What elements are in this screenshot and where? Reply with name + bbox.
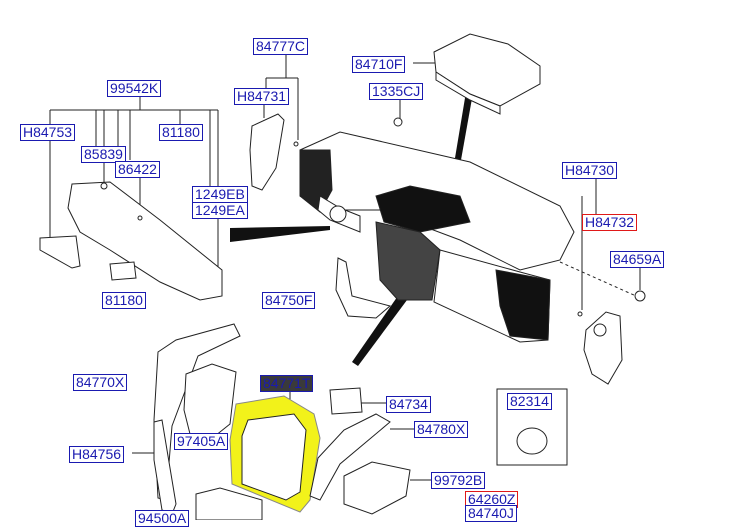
part-label-h84732[interactable]: H84732: [582, 214, 638, 231]
part-label-84777c[interactable]: 84777C: [253, 38, 309, 55]
part-label-84780x[interactable]: 84780X: [414, 421, 469, 438]
part-label-84659a[interactable]: 84659A: [610, 251, 665, 268]
part-label-82314[interactable]: 82314: [507, 393, 552, 410]
part-label-h84730[interactable]: H84730: [562, 162, 618, 179]
part-label-97405a[interactable]: 97405A: [174, 433, 229, 450]
part-label-64260z[interactable]: 64260Z: [465, 491, 519, 508]
part-label-84770x[interactable]: 84770X: [73, 374, 128, 391]
part-label-86422[interactable]: 86422: [115, 161, 160, 178]
part-label-1249ea[interactable]: 1249EA: [192, 202, 248, 219]
part-label-1249eb[interactable]: 1249EB: [192, 186, 248, 203]
part-label-84750f[interactable]: 84750F: [262, 292, 316, 309]
part-label-84734[interactable]: 84734: [386, 396, 431, 413]
part-label-99542k[interactable]: 99542K: [107, 80, 162, 97]
part-label-84710f[interactable]: 84710F: [352, 56, 406, 73]
part-label-84740j[interactable]: 84740J: [465, 505, 517, 522]
part-label-h84731[interactable]: H84731: [234, 88, 290, 105]
part-label-h84753[interactable]: H84753: [20, 124, 76, 141]
part-label-81180-bottom[interactable]: 81180: [102, 292, 146, 309]
part-label-81180-top[interactable]: 81180: [159, 124, 203, 141]
part-label-94500a[interactable]: 94500A: [135, 510, 190, 527]
part-label-1335cj[interactable]: 1335CJ: [369, 83, 424, 100]
part-label-h84756[interactable]: H84756: [69, 446, 125, 463]
part-label-84771t[interactable]: 84771T: [260, 375, 314, 392]
part-label-99792b[interactable]: 99792B: [431, 472, 486, 489]
part-label-85839[interactable]: 85839: [81, 146, 126, 163]
